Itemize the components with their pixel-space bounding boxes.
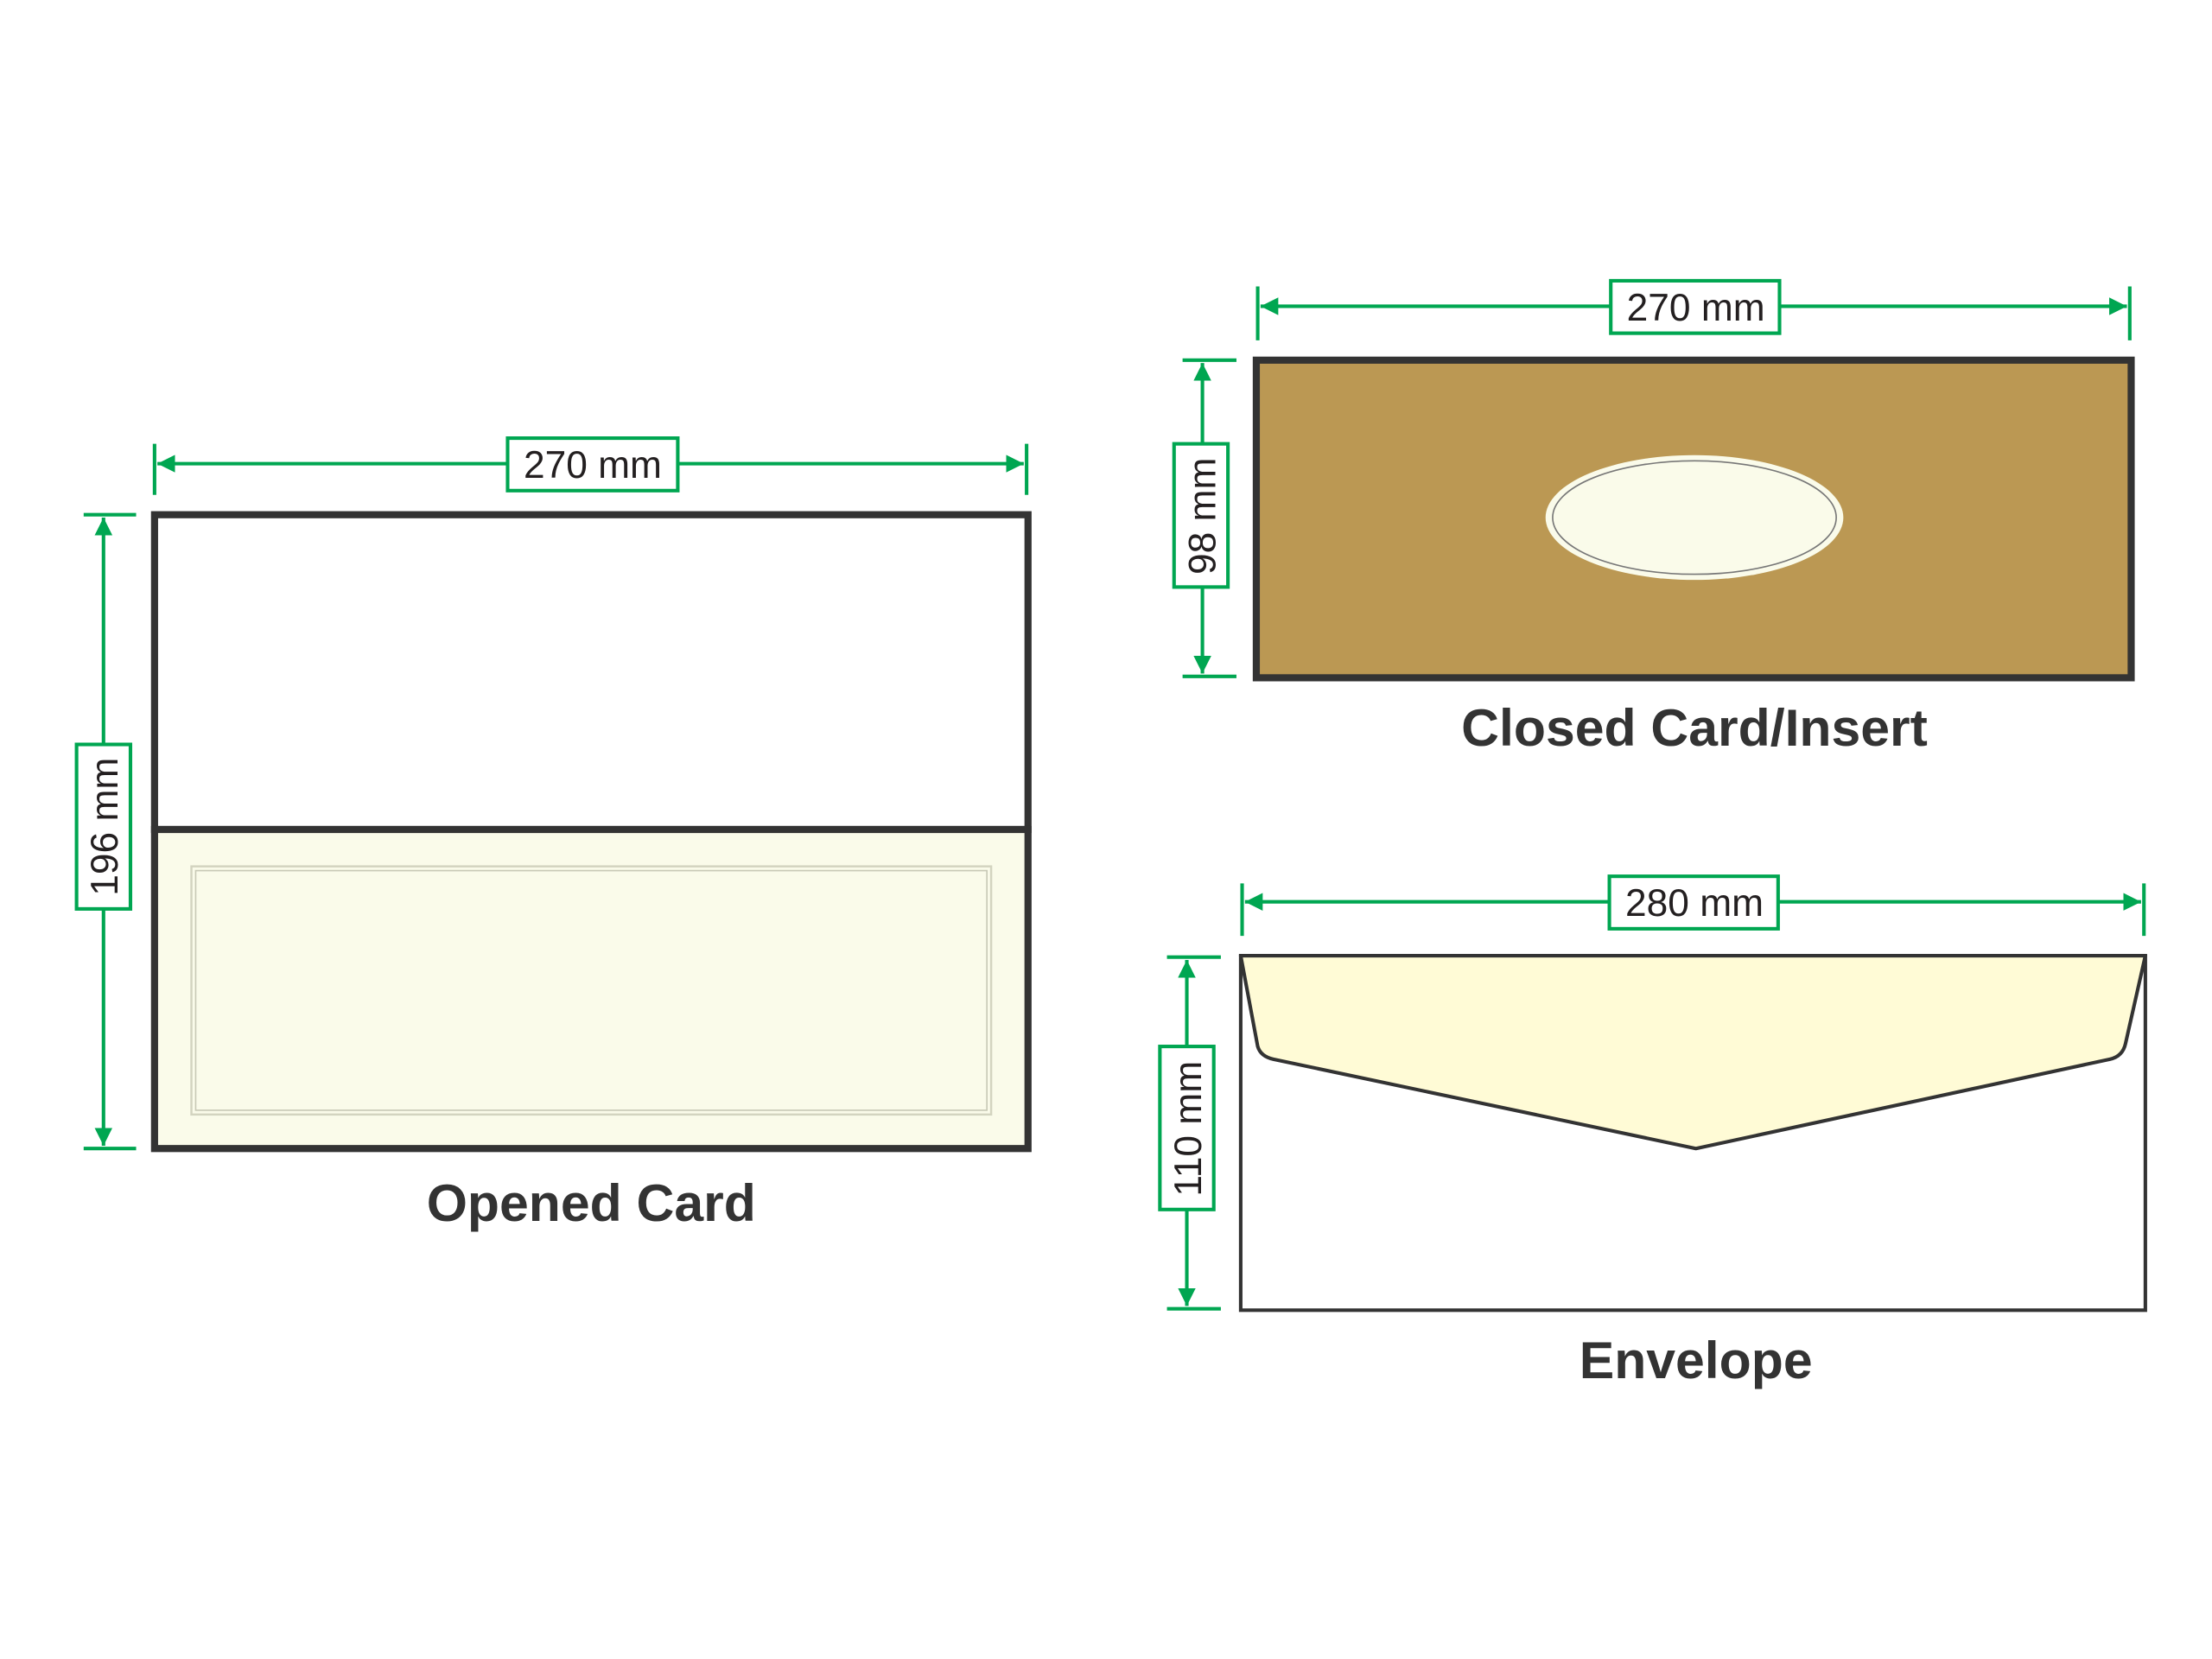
opened-card-height-dimension: 196 mm xyxy=(74,512,137,1151)
envelope-flap xyxy=(1238,954,2147,1151)
envelope-title: Envelope xyxy=(1580,1331,1813,1389)
closed-card-window-outline xyxy=(1552,460,1837,575)
opened-card-title: Opened Card xyxy=(427,1173,756,1232)
envelope xyxy=(1238,954,2147,1313)
opened-card-height-label: 196 mm xyxy=(84,758,126,896)
envelope-height-label: 110 mm xyxy=(1167,1061,1210,1197)
envelope-width-label: 280 mm xyxy=(1625,882,1764,925)
envelope-width-dimension: 280 mm xyxy=(1240,874,2146,937)
opened-card-top-panel xyxy=(150,511,1032,834)
closed-card-title: Closed Card/Insert xyxy=(1461,698,1928,757)
closed-card-height-label: 98 mm xyxy=(1181,458,1224,575)
closed-card-width-label: 270 mm xyxy=(1627,287,1765,329)
opened-card-width-label: 270 mm xyxy=(524,444,662,486)
closed-card-height-dimension: 98 mm xyxy=(1172,358,1236,678)
opened-card-frame-outer xyxy=(190,865,993,1116)
opened-card-width-dimension: 270 mm xyxy=(152,436,1029,495)
closed-card-width-dimension: 270 mm xyxy=(1255,278,2132,340)
closed-card xyxy=(1252,356,2135,682)
closed-card-window xyxy=(1545,454,1844,581)
opened-card-bottom-panel xyxy=(150,825,1032,1153)
opened-card xyxy=(150,511,1032,1153)
opened-card-frame-inner xyxy=(194,869,988,1111)
envelope-height-dimension: 110 mm xyxy=(1158,955,1221,1311)
